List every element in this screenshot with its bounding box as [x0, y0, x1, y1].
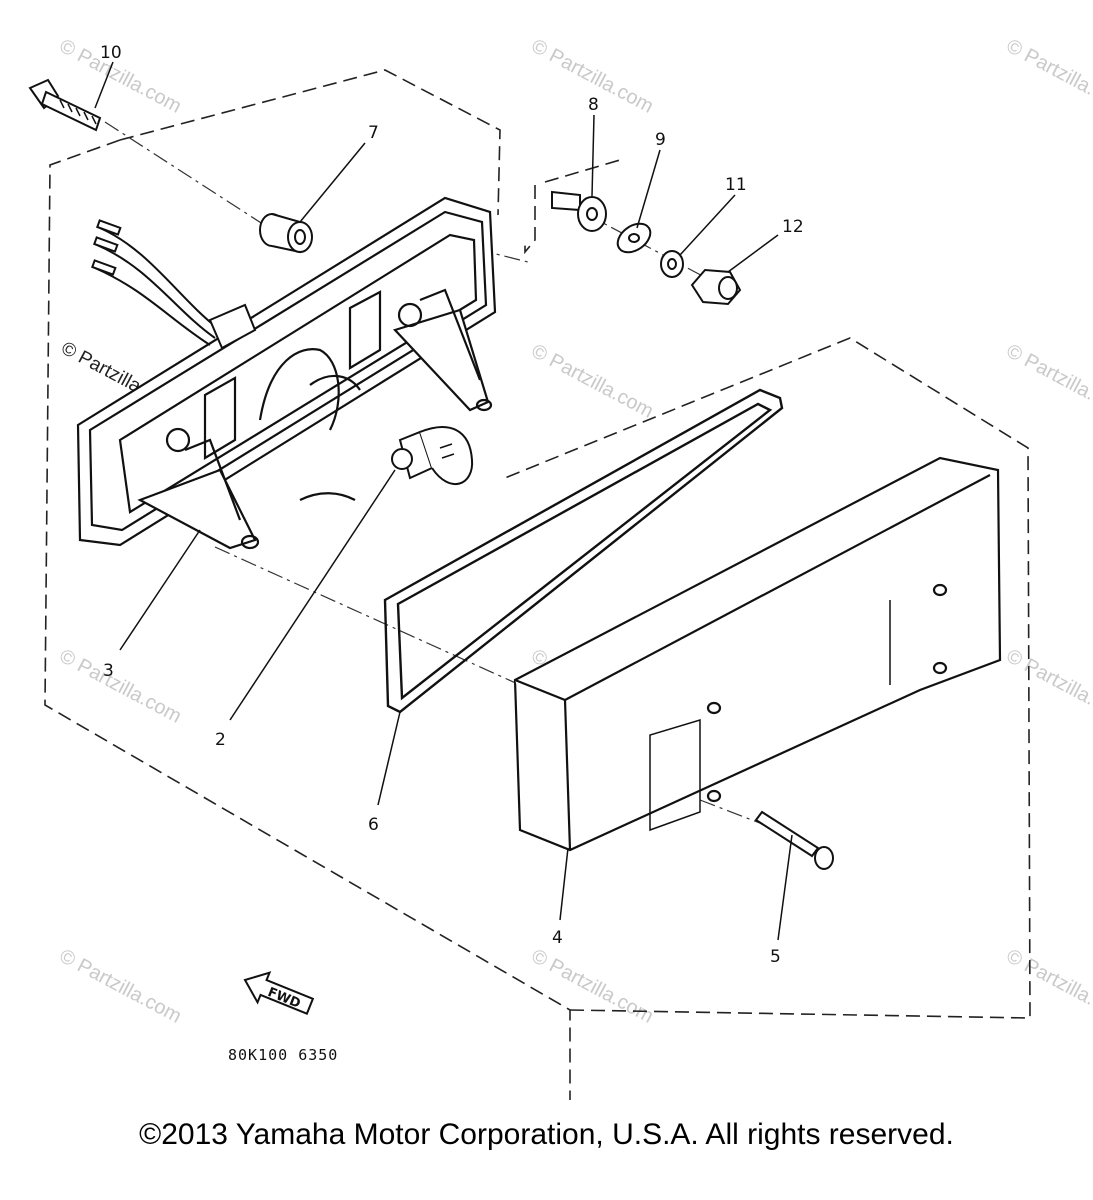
wire-harness [92, 220, 255, 348]
callout-4: 4 [552, 928, 563, 948]
grommet-part-7 [260, 214, 312, 252]
lens-part-4 [515, 458, 1000, 850]
callout-5: 5 [770, 947, 781, 967]
nut-part-12 [692, 270, 740, 304]
callout-8: 8 [588, 95, 599, 115]
watermark: © Partzilla.com [528, 340, 657, 423]
callout-10: 10 [100, 43, 122, 63]
bulb-part-2 [392, 427, 472, 484]
callout-12: 12 [782, 217, 804, 237]
callout-9: 9 [655, 130, 666, 150]
lock-washer-part-11 [661, 251, 683, 277]
copyright-notice: ©2013 Yamaha Motor Corporation, U.S.A. A… [139, 1118, 954, 1151]
watermark: © Partzilla.com [56, 945, 185, 1028]
watermark: © Partzilla.com [1003, 945, 1093, 1028]
gasket-part-6 [385, 390, 782, 712]
watermark: © Partzilla.com [56, 645, 185, 728]
washer-part-9 [612, 218, 655, 258]
callout-6: 6 [368, 815, 379, 835]
watermark: © Partzilla.com [528, 945, 657, 1028]
callout-2: 2 [215, 730, 226, 750]
bolt-part-10 [30, 80, 100, 130]
screw-part-5 [756, 812, 833, 869]
watermark: © Partzilla.com [1003, 35, 1093, 118]
callout-7: 7 [368, 123, 379, 143]
assembly-outline [44, 69, 1031, 1100]
watermark: © Partzilla.com [1003, 645, 1093, 728]
collar-part-8 [552, 192, 606, 231]
callout-11: 11 [725, 175, 747, 195]
leader-lines [94, 61, 793, 941]
callout-labels: 10 7 8 9 11 12 3 2 6 4 5 [100, 43, 804, 967]
callout-3: 3 [103, 661, 114, 681]
fwd-arrow-icon: FWD [243, 971, 315, 1015]
drawing-code: 80K100 6350 [228, 1046, 338, 1064]
lamp-housing-part-3 [78, 198, 495, 548]
watermark: © Partzilla.com [1003, 340, 1093, 423]
